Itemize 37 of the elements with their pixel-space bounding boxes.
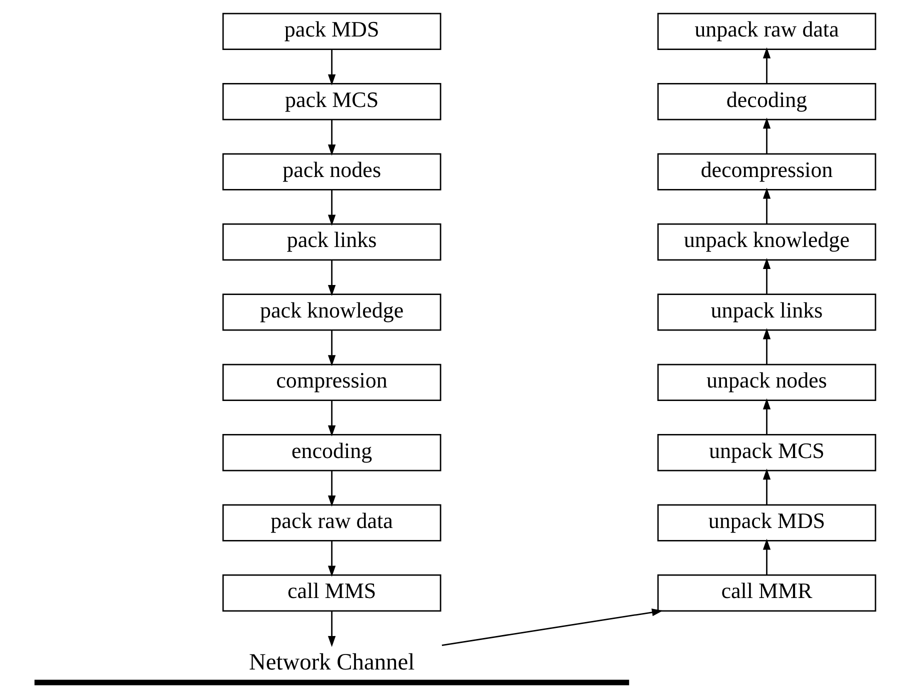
node-box: decompression xyxy=(656,153,876,190)
node-box: unpack raw data xyxy=(656,12,876,50)
arrow xyxy=(762,188,770,224)
node-box: unpack MDS xyxy=(656,504,876,542)
arrow xyxy=(327,190,336,226)
node-box: pack MDS xyxy=(222,12,441,50)
arrow xyxy=(762,118,770,154)
node-text: Network Channel xyxy=(248,650,414,676)
arrow xyxy=(327,540,336,577)
arrow xyxy=(762,258,770,294)
node-box: unpack nodes xyxy=(656,364,876,401)
node-box: compression xyxy=(222,364,441,401)
arrow xyxy=(327,611,336,647)
node-box: unpack links xyxy=(656,294,876,331)
node-box: call MMS xyxy=(222,574,441,612)
node-box: unpack knowledge xyxy=(656,223,876,261)
arrow xyxy=(327,260,336,296)
arrow xyxy=(762,538,770,575)
node-box: pack links xyxy=(222,223,441,261)
arrow xyxy=(327,400,336,436)
arrow xyxy=(327,330,336,366)
arrow xyxy=(762,328,770,364)
arrow xyxy=(327,120,336,156)
arrow xyxy=(762,398,770,434)
node-box: pack MCS xyxy=(222,83,441,120)
arrow xyxy=(327,49,336,86)
arrow xyxy=(441,608,662,646)
arrow xyxy=(762,47,770,84)
node-box: pack knowledge xyxy=(222,294,441,331)
node-box: unpack MCS xyxy=(656,434,876,472)
node-box: decoding xyxy=(656,83,876,120)
node-box: pack nodes xyxy=(222,153,441,190)
node-box: call MMR xyxy=(656,574,876,612)
arrow xyxy=(327,470,336,507)
arrow xyxy=(762,468,770,504)
node-box: pack raw data xyxy=(222,504,441,542)
node-box: encoding xyxy=(222,434,441,472)
